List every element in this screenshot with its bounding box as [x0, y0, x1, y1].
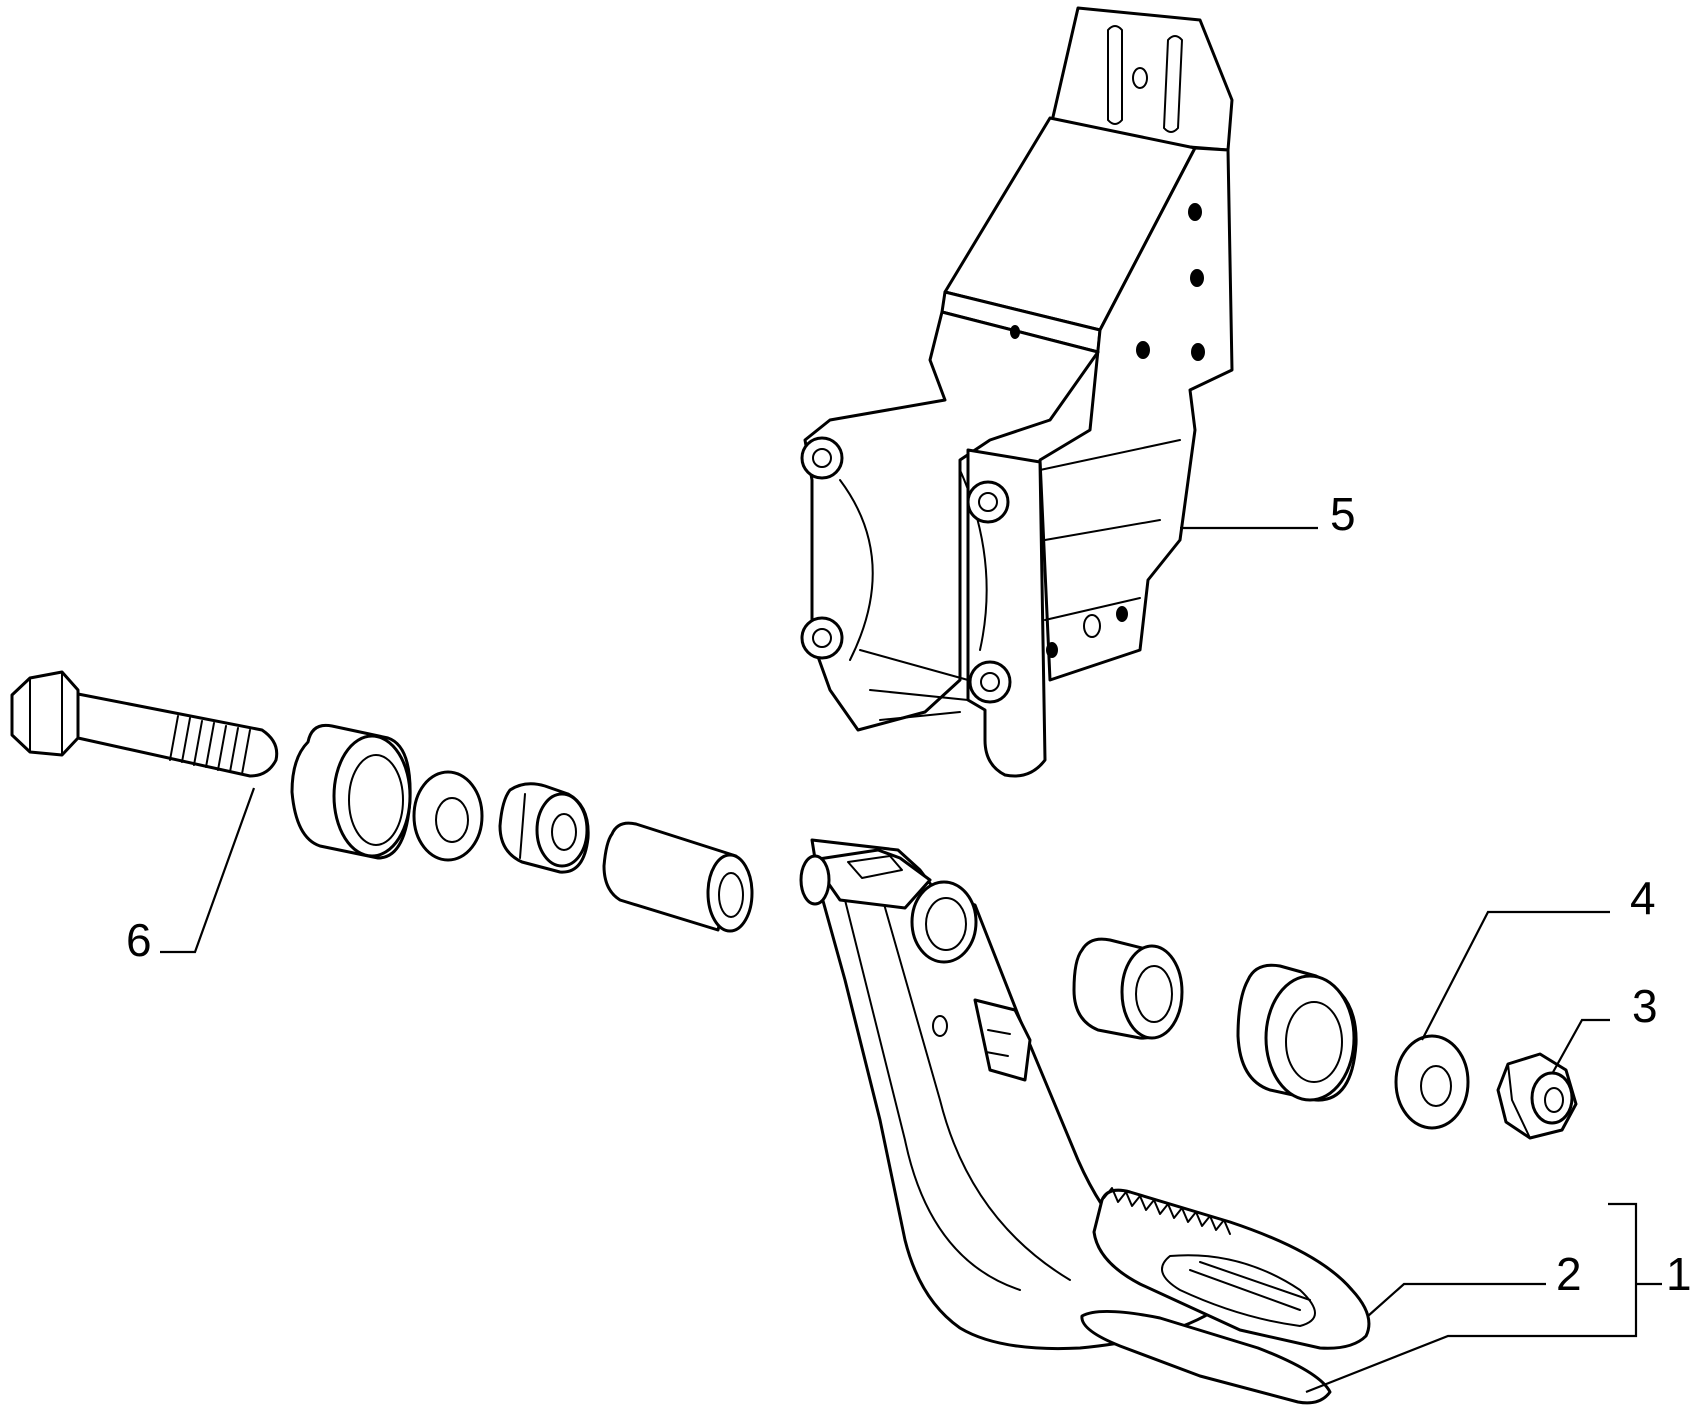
bracket-boss-upper-left [800, 436, 844, 480]
part-number-6: 6 [126, 914, 152, 966]
pedal-lever [799, 838, 1243, 1351]
part-number-1: 1 [1666, 1248, 1692, 1300]
part-number-3: 3 [1632, 980, 1658, 1032]
part-number-2: 2 [1556, 1248, 1582, 1300]
bracket-boss-lower-right [968, 660, 1012, 704]
left-bearing-sleeve [290, 723, 412, 860]
bracket-boss-lower-left [800, 616, 844, 660]
callout-line-4 [1421, 910, 1610, 1041]
right-flanged-bushing [1072, 937, 1184, 1040]
hex-nut [1496, 1052, 1578, 1140]
left-flanged-bushing [498, 782, 590, 874]
pedal-bracket [800, 6, 1234, 778]
callout-line-1 [1305, 1202, 1638, 1394]
left-washer [412, 770, 484, 862]
spacer-tube [602, 821, 754, 933]
pivot-bolt [10, 670, 279, 778]
right-bearing-sleeve [1236, 963, 1358, 1102]
callout-line-6 [160, 787, 256, 954]
callout-line-2 [1367, 1282, 1546, 1317]
callout-line-3 [1551, 1018, 1610, 1075]
pedal-pad-rubber [1092, 1187, 1371, 1350]
bracket-boss-upper-right [966, 480, 1010, 524]
part-number-5: 5 [1330, 488, 1356, 540]
right-washer [1394, 1034, 1470, 1130]
pedal-foot-plate [1080, 1309, 1332, 1405]
part-number-4: 4 [1630, 872, 1656, 924]
